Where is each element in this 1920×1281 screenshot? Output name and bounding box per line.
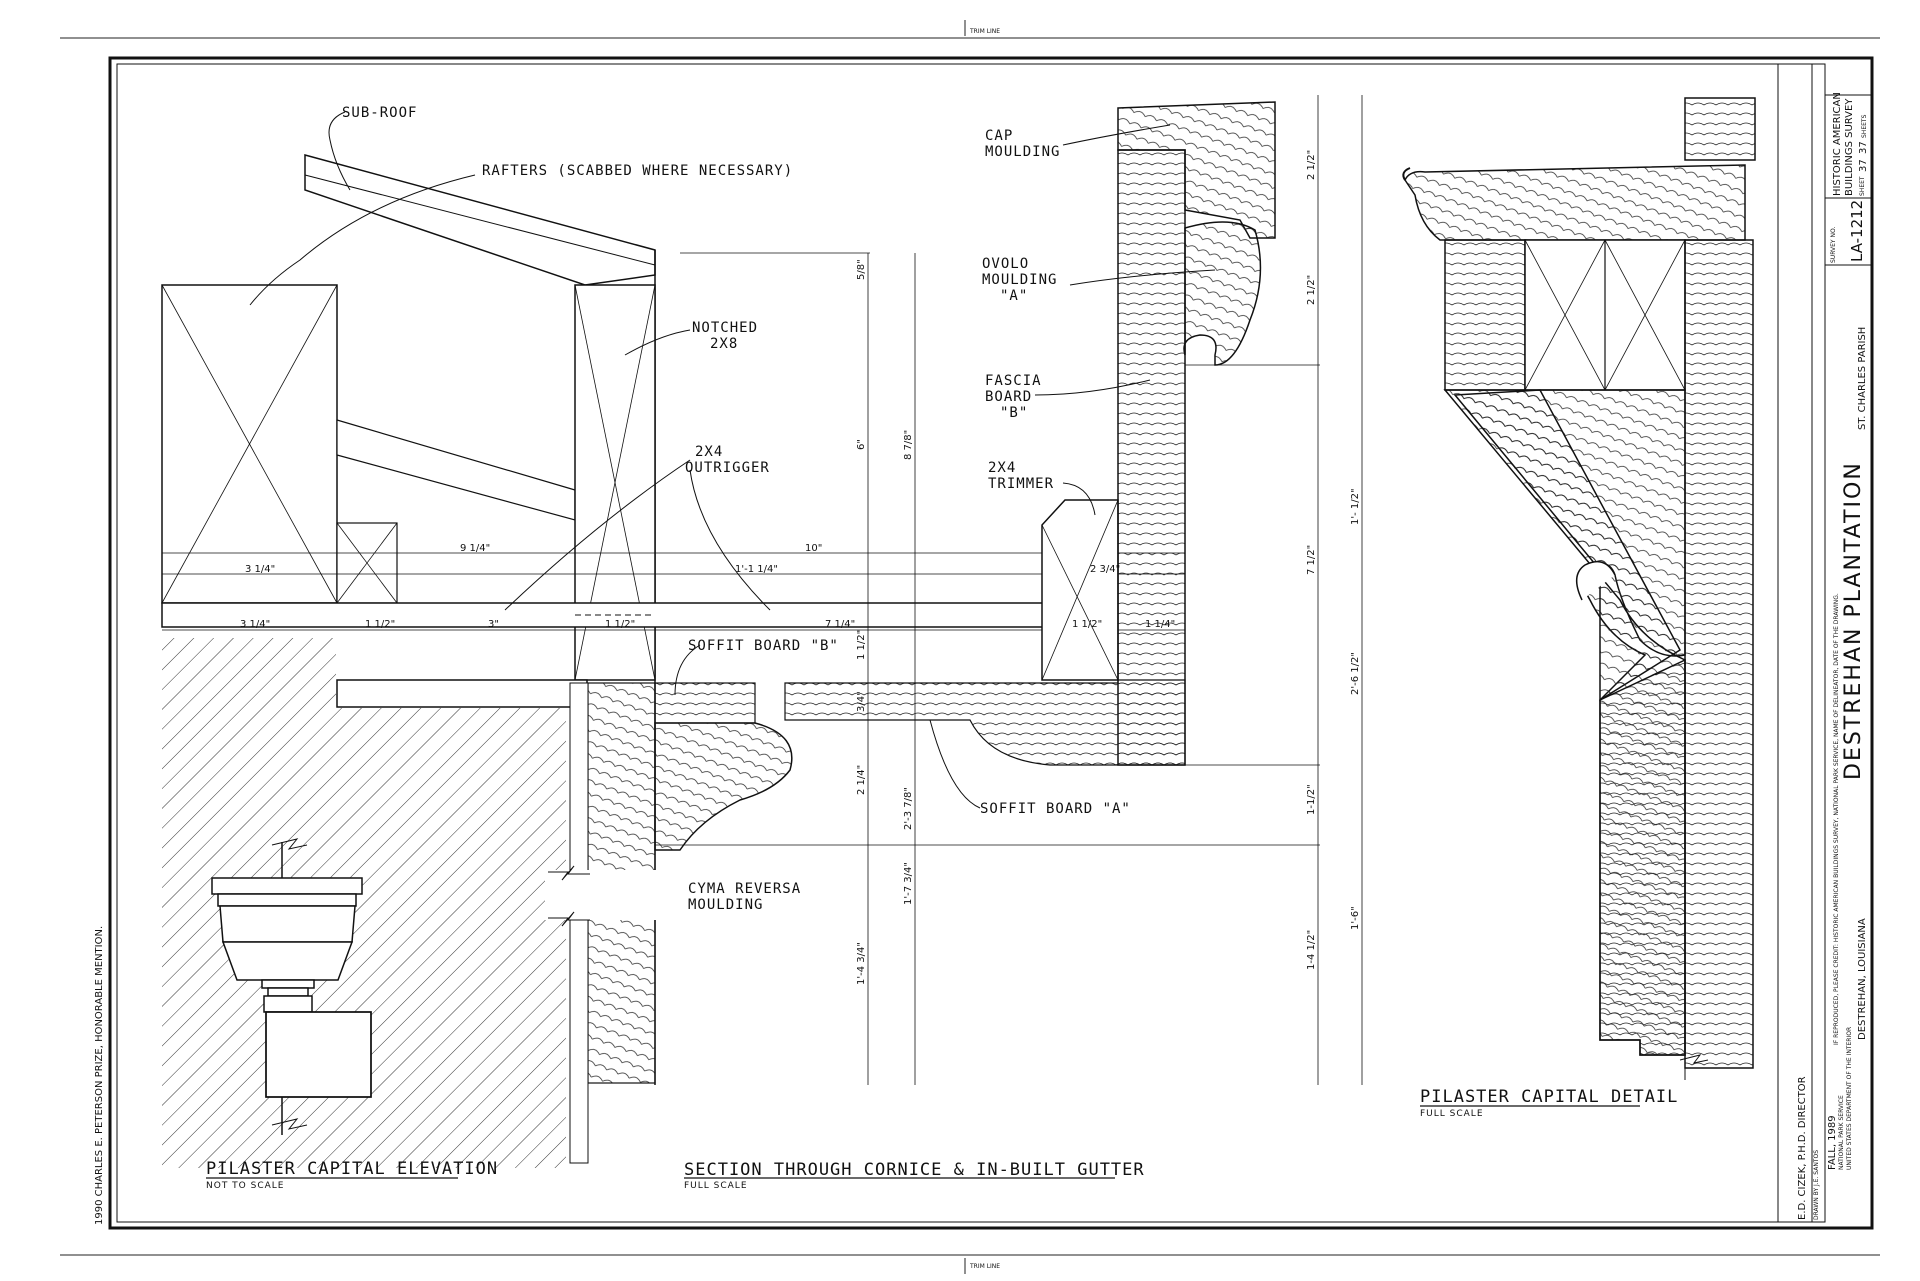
title-elevation: PILASTER CAPITAL ELEVATION	[206, 1159, 498, 1179]
dim-v-c4: 1-1/2"	[1306, 784, 1317, 815]
wall-hatch-lower	[336, 708, 566, 1168]
trim-line-top: TRIM LINE	[969, 28, 1000, 35]
dim-v-c3: 7 1/2"	[1306, 545, 1317, 575]
label-cap-moulding: MOULDING	[985, 144, 1060, 160]
cyma-reversa	[654, 722, 793, 851]
prize-note: 1990 CHARLES E. PETERSON PRIZE, HONORABL…	[94, 926, 105, 1225]
dim-bottom-4: 1 1/2"	[605, 619, 635, 630]
label-fascia-b: "B"	[1000, 405, 1028, 421]
dim-v-a5: 2 1/4"	[856, 765, 867, 795]
label-cap: CAP	[985, 128, 1013, 144]
label-outrigger: OUTRIGGER	[685, 460, 770, 476]
label-soffit-b: SOFFIT BOARD "B"	[688, 638, 839, 654]
dim-v-d2: 2'-6 1/2"	[1350, 652, 1361, 695]
break-gap	[545, 870, 685, 920]
dim-v-d3: 1'-6"	[1350, 906, 1361, 930]
survey-number: LA-1212	[1848, 200, 1866, 262]
credit-note: IF REPRODUCED, PLEASE CREDIT: HISTORIC A…	[1833, 593, 1840, 1045]
title-detail-scale: FULL SCALE	[1420, 1109, 1484, 1119]
habs-line-1: HISTORIC AMERICAN	[1832, 92, 1843, 196]
title-detail: PILASTER CAPITAL DETAIL	[1420, 1087, 1678, 1107]
dim-bottom-6: 1 1/2"	[1072, 619, 1102, 630]
credit-agency-1: NATIONAL PARK SERVICE	[1838, 1095, 1845, 1170]
label-trimmer-size: 2X4	[988, 460, 1016, 476]
dim-v-a1: 5/8"	[856, 259, 867, 280]
label-fascia: FASCIA	[985, 373, 1042, 389]
sub-roof-line	[304, 174, 656, 266]
trim-line-bottom: TRIM LINE	[969, 1263, 1000, 1270]
dim-bottom-3: 3"	[488, 619, 499, 630]
credit-agency-2: UNITED STATES DEPARTMENT OF THE INTERIOR	[1846, 1027, 1853, 1170]
label-fascia-board: BOARD	[985, 389, 1032, 405]
project-parish: ST. CHARLES PARISH	[1857, 327, 1868, 430]
dim-v-b3: 1'-7 3/4"	[903, 862, 914, 905]
leader-lines	[249, 111, 1216, 809]
project-location: DESTREHAN, LOUISIANA	[1857, 918, 1868, 1040]
dim-bottom-7: 1 1/4"	[1145, 619, 1175, 630]
project-name: DESTREHAN PLANTATION	[1841, 461, 1866, 780]
title-section-scale: FULL SCALE	[684, 1181, 748, 1191]
dim-bottom-1: 3 1/4"	[240, 619, 270, 630]
label-cyma-moulding: MOULDING	[688, 897, 763, 913]
dim-v-c2: 2 1/2"	[1306, 275, 1317, 305]
dim-v-d1: 1'- 1/2"	[1350, 488, 1361, 525]
brace	[336, 419, 576, 521]
dim-v-b1: 8 7/8"	[903, 430, 914, 460]
ovolo-moulding	[1183, 221, 1262, 366]
label-cyma: CYMA REVERSA	[688, 881, 801, 897]
credit-director: E.D. CIZEK, P.H.D. DIRECTOR	[1797, 1076, 1808, 1220]
credit-drawn-by: DRAWN BY J.E. SANTOS	[1813, 1150, 1820, 1220]
dim-bottom-2: 1 1/2"	[365, 619, 395, 630]
sheet-label: SHEET	[1859, 176, 1866, 196]
dim-top-4: 1'-1 1/4"	[735, 564, 778, 575]
fascia-board	[1117, 149, 1186, 766]
dim-v-a2: 6"	[856, 439, 867, 450]
label-notched-size: 2X8	[710, 336, 738, 352]
label-trimmer: TRIMMER	[988, 476, 1054, 492]
sheet-number: 37	[1858, 159, 1869, 172]
dim-v-c1: 2 1/2"	[1306, 150, 1317, 180]
dim-v-c5: 1-4 1/2"	[1306, 930, 1317, 970]
soffit-board-b	[654, 682, 756, 724]
sheets-label: SHEETS	[1861, 114, 1868, 138]
dim-v-a3: 1 1/2"	[856, 630, 867, 660]
habs-line-2: BUILDINGS SURVEY	[1844, 98, 1855, 196]
dim-top-1: 3 1/4"	[245, 564, 275, 575]
label-ovolo-moulding: MOULDING	[982, 272, 1057, 288]
dim-bottom-5: 7 1/4"	[825, 619, 855, 630]
dim-v-b2: 2'-3 7/8"	[903, 787, 914, 830]
dim-v-a6: 1'-4 3/4"	[856, 942, 867, 985]
dim-top-5: 2 3/4"	[1090, 564, 1120, 575]
label-sub-roof: SUB-ROOF	[342, 105, 417, 121]
label-ovolo: OVOLO	[982, 256, 1029, 272]
cornice-section	[161, 95, 1363, 1168]
label-outrigger-size: 2X4	[695, 444, 723, 460]
pilaster-elevation	[211, 838, 372, 1135]
outer-border	[108, 56, 1874, 1230]
label-notched: NOTCHED	[692, 320, 758, 336]
label-rafters: RAFTERS (SCABBED WHERE NECESSARY)	[482, 163, 793, 179]
dim-top-3: 10"	[805, 543, 822, 554]
soffit-board-a	[784, 679, 1186, 766]
pilaster-shaft	[265, 1011, 372, 1098]
plate	[336, 679, 588, 708]
survey-label: SURVEY NO.	[1830, 227, 1837, 263]
title-elevation-scale: NOT TO SCALE	[206, 1181, 284, 1191]
credit-date: FALL, 1989	[1827, 1115, 1838, 1170]
pilaster-detail	[1402, 97, 1756, 1080]
dim-top-2: 9 1/4"	[460, 543, 490, 554]
title-block	[1811, 64, 1872, 1222]
cap-moulding	[1117, 101, 1276, 239]
label-soffit-a: SOFFIT BOARD "A"	[980, 801, 1131, 817]
label-ovolo-a: "A"	[1000, 288, 1028, 304]
wall-stud	[569, 682, 589, 1164]
dim-v-a4: 3/4"	[856, 691, 867, 712]
sheet-total: 37	[1858, 141, 1869, 154]
title-section: SECTION THROUGH CORNICE & IN-BUILT GUTTE…	[684, 1160, 1145, 1180]
